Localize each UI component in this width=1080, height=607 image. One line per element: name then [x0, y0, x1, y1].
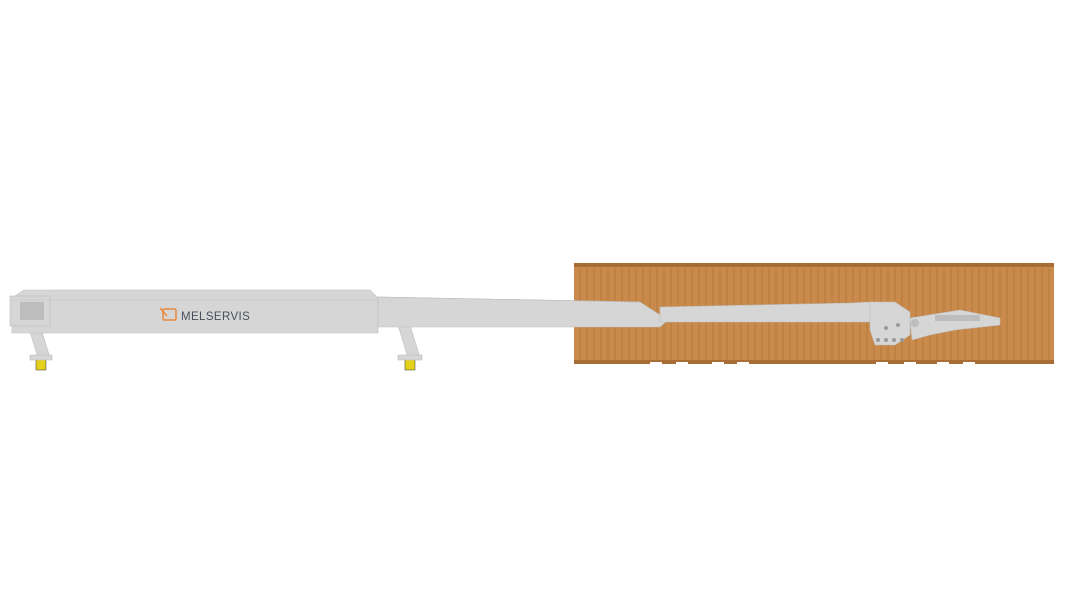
container-floor-slot — [937, 362, 949, 365]
rear-panel — [20, 302, 44, 320]
conveyor-base — [9, 289, 423, 371]
boom-hole — [892, 338, 896, 342]
leg-foot-right — [397, 354, 423, 361]
container-floor-slot — [737, 362, 749, 365]
container-floor-slots — [650, 362, 975, 365]
container-floor-slot — [676, 362, 688, 365]
boom-hole — [876, 338, 880, 342]
leg-foot-left — [29, 354, 53, 361]
melservis-logo-icon — [159, 307, 177, 321]
container-floor-slot — [963, 362, 975, 365]
container-floor-slot — [712, 362, 724, 365]
container-floor-slot — [650, 362, 662, 365]
tip-roller — [935, 315, 980, 321]
brand-name: MELSERVIS — [181, 311, 250, 323]
boom-head — [869, 301, 911, 346]
container-top-rail — [574, 263, 1054, 267]
leg-front-right — [397, 324, 421, 359]
brand-logo: MELSERVIS — [159, 307, 250, 323]
container-bottom-rail — [574, 360, 1054, 364]
boom-top-line — [377, 296, 641, 303]
boom-hole — [884, 326, 888, 330]
boom-hole — [896, 323, 900, 327]
container-floor-slot — [876, 362, 888, 365]
tip-joint — [911, 319, 919, 327]
container-floor-slot — [904, 362, 916, 365]
boom-hole — [900, 338, 904, 342]
boom-hole — [884, 338, 888, 342]
telescopic-boom — [377, 296, 1001, 346]
boom-head-holes — [876, 323, 904, 342]
